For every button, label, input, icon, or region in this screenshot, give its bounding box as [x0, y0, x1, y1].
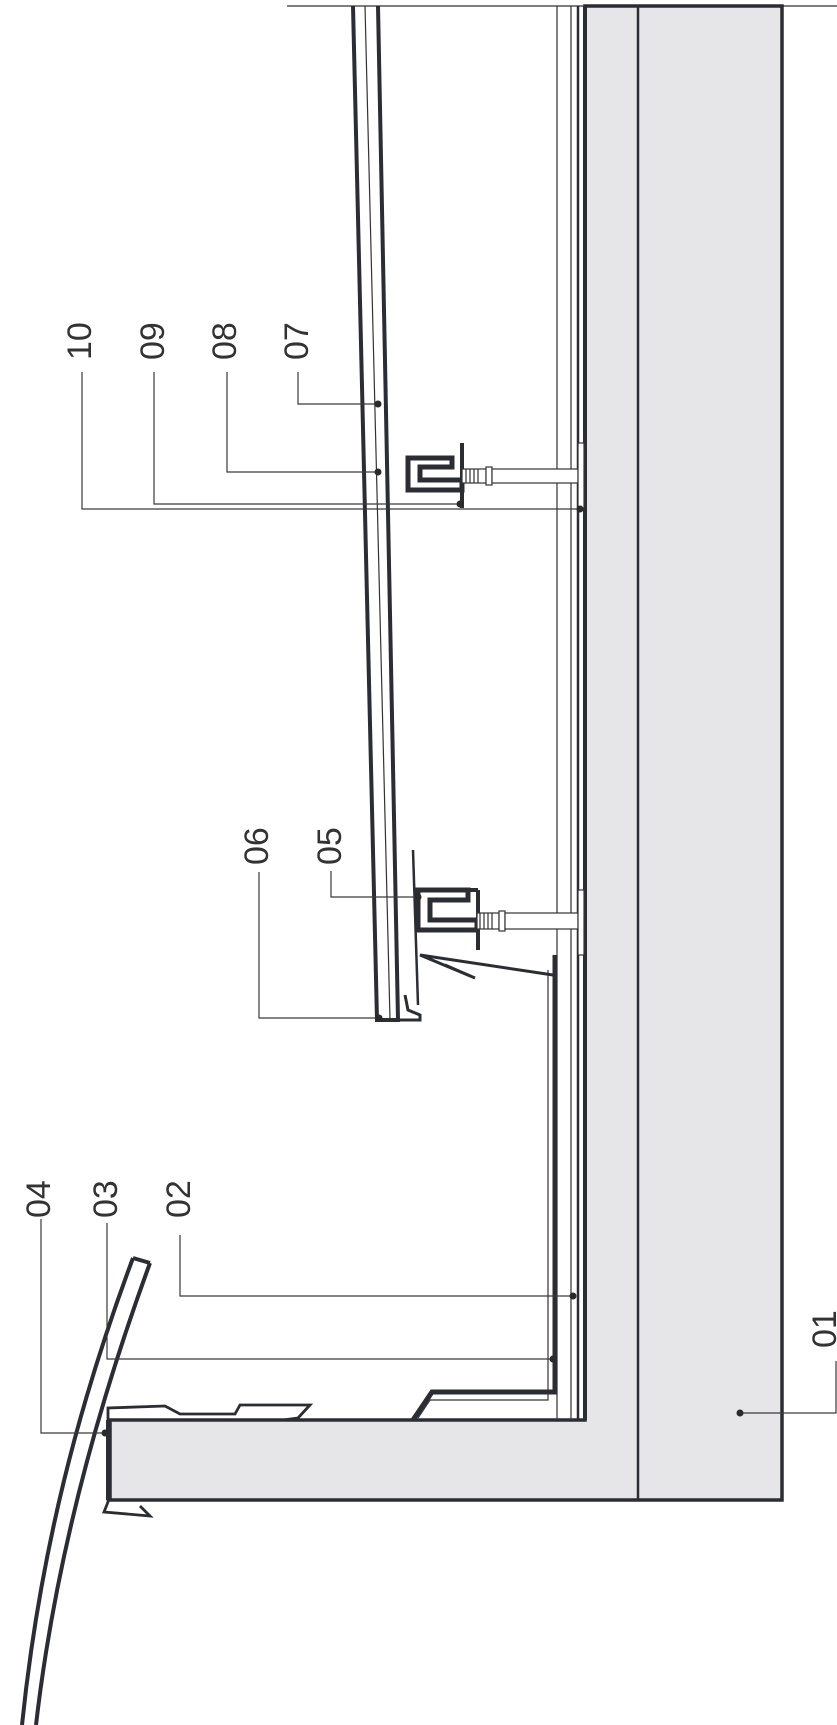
concrete-slab: [108, 4, 784, 1502]
curved-glazing-outer: [20, 1257, 135, 1725]
leader-09: [153, 372, 460, 505]
callout-04: 04: [20, 1180, 58, 1218]
callout-02: 02: [160, 1180, 198, 1218]
metal-flashing: [410, 955, 558, 1422]
callout-09: 09: [134, 322, 172, 360]
leader-02: [179, 1235, 573, 1297]
leader-08-dot: [374, 468, 382, 476]
leader-08: [226, 372, 378, 473]
curved-glazing-inner: [34, 1262, 152, 1725]
leader-06: [258, 872, 379, 1019]
flashing-angle: [419, 953, 554, 980]
leader-03: [106, 1223, 553, 1360]
leader-04: [40, 1219, 105, 1434]
glazing-end-cap: [132, 1256, 151, 1265]
leader-01-dot: [736, 1409, 744, 1417]
leader-07-dot: [374, 400, 382, 408]
callout-06: 06: [238, 827, 276, 865]
panel-end-closure: [377, 994, 422, 1022]
callout-08: 08: [206, 322, 244, 360]
leader-09-dot: [456, 500, 464, 508]
deck-panel-core: [364, 5, 391, 1021]
callout-03: 03: [87, 1180, 125, 1218]
sloped-deck-panel: [351, 5, 401, 1022]
leader-10-dot: [576, 505, 584, 513]
pedestal-support-lower: [415, 887, 585, 956]
callout-07: 07: [278, 322, 316, 360]
edge-coping: [106, 1403, 314, 1424]
leader-04-dot: [101, 1429, 109, 1437]
leader-06-dot: [375, 1014, 383, 1022]
leader-05: [330, 871, 418, 898]
leader-07: [297, 372, 378, 405]
callout-10: 10: [61, 322, 99, 360]
leader-03-dot: [549, 1355, 557, 1363]
flashing-inner-line: [417, 970, 549, 1419]
pedestal-support-upper: [405, 442, 585, 509]
leader-02-dot: [569, 1292, 577, 1300]
leader-05-dot: [414, 893, 422, 901]
callout-05: 05: [311, 827, 349, 865]
callout-01: 01: [806, 1310, 837, 1348]
leader-01: [740, 1361, 837, 1414]
leader-10: [81, 372, 580, 510]
